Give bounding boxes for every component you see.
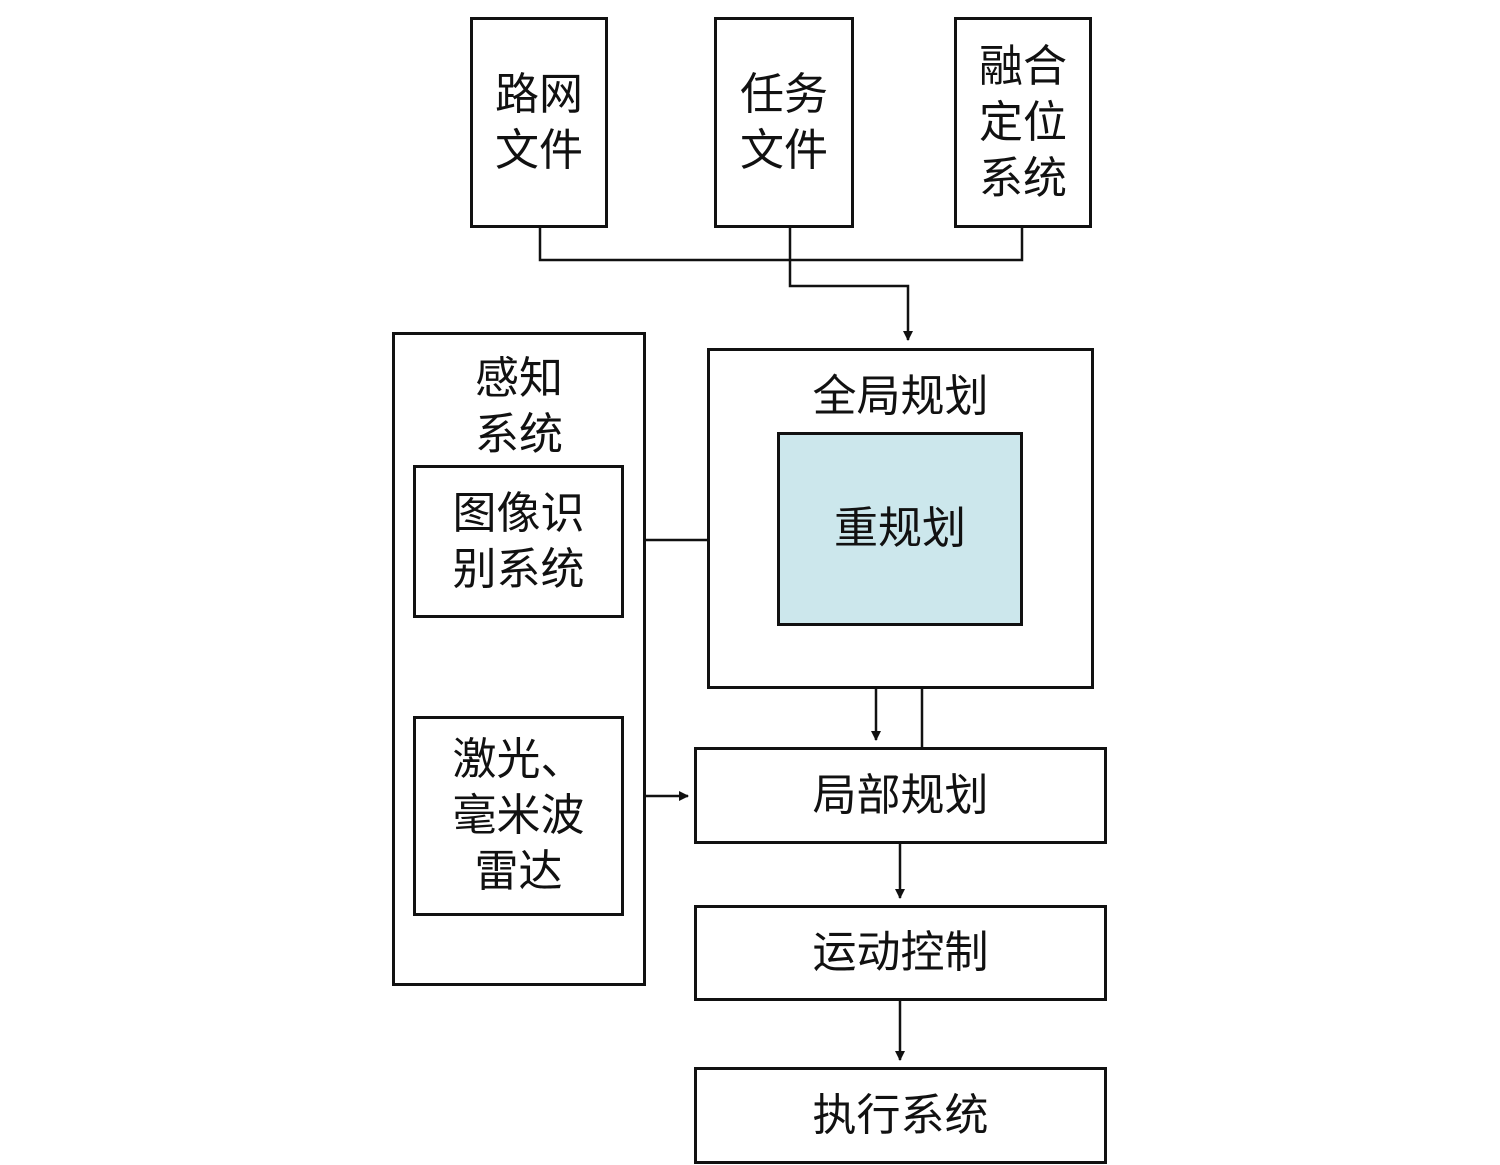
motion-control-label: 运动控制 bbox=[812, 927, 989, 978]
road-network-label-line2: 文件 bbox=[495, 124, 583, 176]
replanning-box: 重规划 bbox=[777, 432, 1023, 626]
motion-control-box: 运动控制 bbox=[694, 905, 1107, 1001]
image-recognition-line1: 图像识 bbox=[452, 487, 585, 539]
radar-line3: 雷达 bbox=[474, 846, 563, 897]
road-network-label-line1: 路网 bbox=[495, 68, 583, 120]
radar-line1: 激光、 bbox=[452, 734, 585, 785]
radar-box: 激光、 毫米波 雷达 bbox=[413, 716, 624, 916]
execution-system-box: 执行系统 bbox=[694, 1067, 1107, 1164]
perception-title-line2: 系统 bbox=[475, 409, 563, 460]
fused-positioning-box: 融合 定位 系统 bbox=[954, 17, 1092, 228]
global-planning-box: 全局规划 bbox=[707, 348, 1094, 689]
global-planning-label: 全局规划 bbox=[812, 371, 989, 422]
road-network-connector bbox=[538, 228, 1024, 262]
execution-system-label: 执行系统 bbox=[812, 1089, 989, 1141]
task-file-box: 任务 文件 bbox=[714, 17, 854, 228]
fused-positioning-line2: 定位 bbox=[979, 96, 1067, 148]
image-recognition-line2: 别系统 bbox=[452, 543, 585, 595]
local-planning-label: 局部规划 bbox=[812, 769, 989, 821]
local-planning-box: 局部规划 bbox=[694, 747, 1107, 844]
fused-positioning-line3: 系统 bbox=[979, 152, 1067, 204]
task-label-line1: 任务 bbox=[740, 68, 828, 120]
radar-line2: 毫米波 bbox=[452, 790, 585, 841]
fused-positioning-line1: 融合 bbox=[979, 40, 1067, 92]
image-recognition-box: 图像识 别系统 bbox=[413, 465, 624, 618]
task-to-global-connector bbox=[788, 228, 913, 341]
perception-title-line1: 感知 bbox=[475, 353, 563, 404]
replanning-label: 重规划 bbox=[834, 503, 966, 554]
task-label-line2: 文件 bbox=[740, 124, 828, 176]
road-network-file-box: 路网 文件 bbox=[470, 17, 608, 228]
